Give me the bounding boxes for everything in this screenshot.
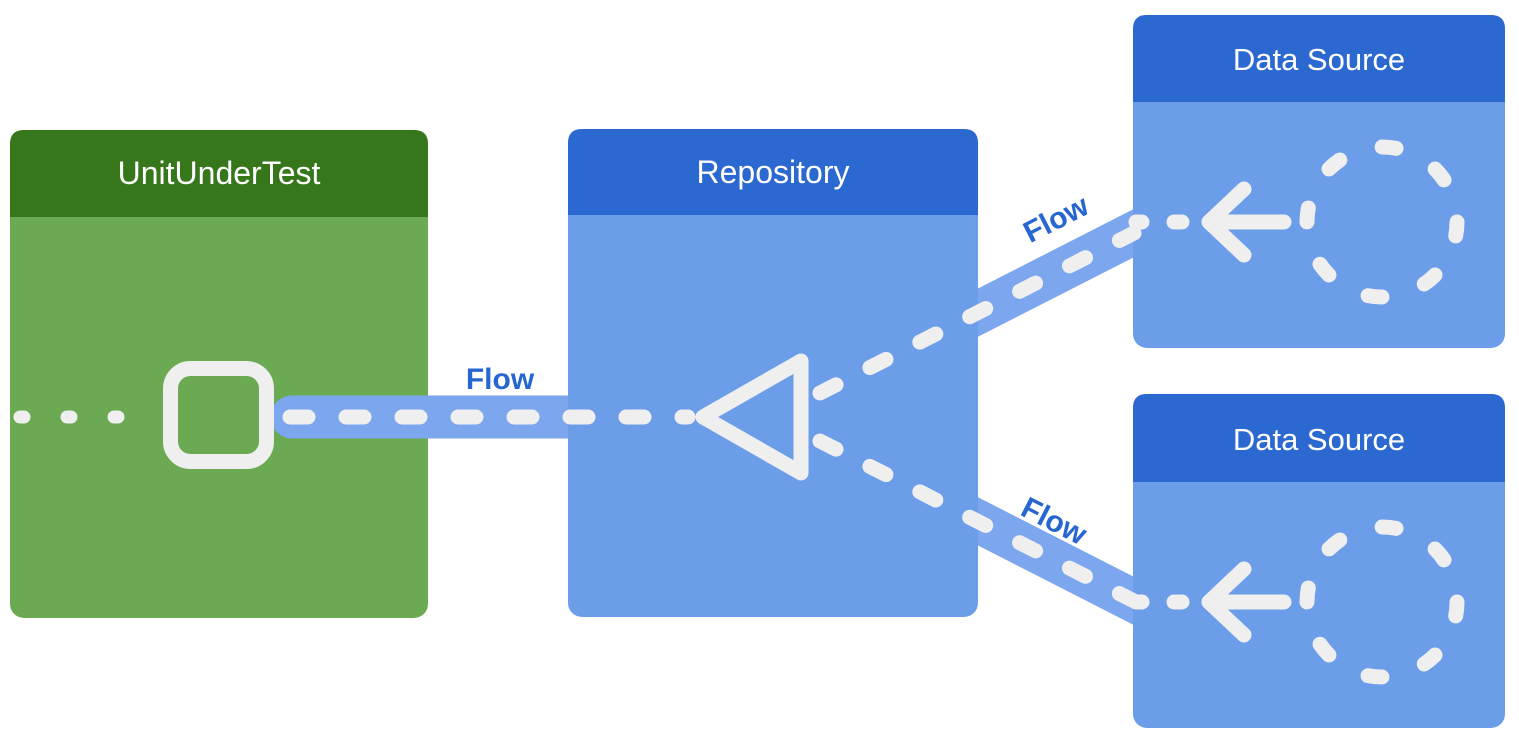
data-source-bottom-box xyxy=(1133,394,1505,728)
data-source-top-flow xyxy=(1128,139,1465,305)
data-source-bottom-header xyxy=(1133,394,1505,482)
dashed-flow-line-top-diagonal xyxy=(812,225,1142,401)
dashed-circle-emitter-icon xyxy=(1299,519,1465,685)
repository-title: Repository xyxy=(697,154,850,190)
data-source-bottom-title: Data Source xyxy=(1233,422,1405,457)
dashed-circle-emitter-icon xyxy=(1299,139,1465,305)
repository-header xyxy=(568,129,978,215)
unit-under-test-title: UnitUnderTest xyxy=(118,155,321,191)
data-source-top-header xyxy=(1133,15,1505,102)
dashed-flow-line-bottom-diagonal xyxy=(812,433,1142,609)
unit-under-test-header xyxy=(10,130,428,217)
data-source-top-title: Data Source xyxy=(1233,42,1405,77)
data-source-bottom-flow xyxy=(1128,519,1465,685)
flow-label-horizontal: Flow xyxy=(466,363,535,396)
data-source-top-box xyxy=(1133,15,1505,348)
square-collector-icon xyxy=(163,361,274,469)
merge-triangle-icon xyxy=(695,353,809,481)
